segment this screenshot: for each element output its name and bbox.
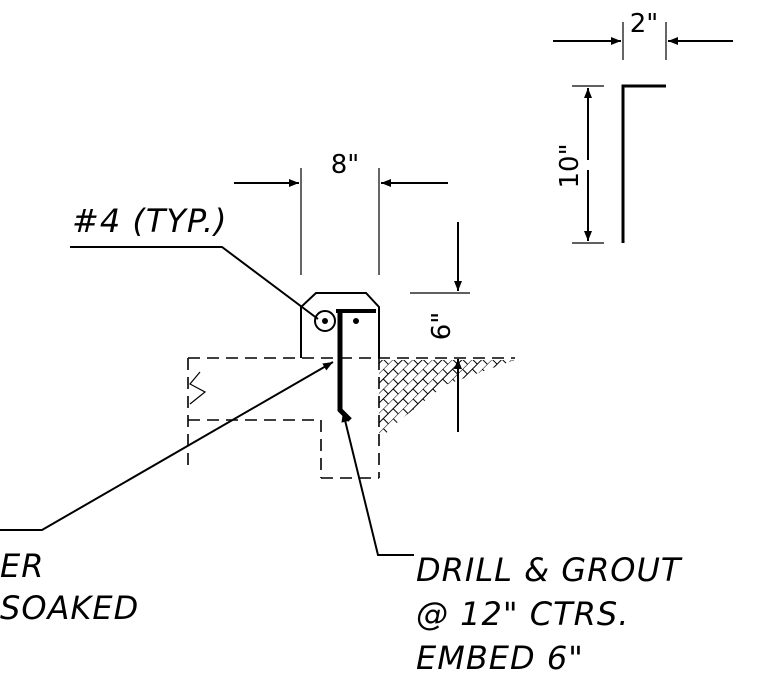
dim-label-bar-height: 10" — [555, 143, 585, 188]
rebar-leader — [70, 246, 319, 320]
curb-section — [300, 292, 380, 422]
dowel-bar — [337, 311, 352, 422]
embed-depth-dimension: 6" — [410, 222, 470, 432]
dowel-dot — [353, 318, 359, 324]
left-callout-line1: ER — [0, 547, 44, 585]
left-callout-leader — [0, 361, 334, 531]
earth-hatch — [379, 360, 515, 440]
soil-pattern — [379, 360, 515, 440]
break-line — [189, 371, 207, 405]
drill-callout-line2: @ 12" CTRS. — [416, 595, 629, 633]
leaders — [0, 246, 414, 556]
dim-label-top-width: 2" — [630, 9, 659, 39]
bar-bend-detail: 2" 10" — [553, 9, 733, 244]
rebar-callout: #4 (TYP.) — [72, 202, 227, 240]
longitudinal-bar-center — [322, 318, 328, 324]
rebar-hook-shape — [621, 84, 666, 243]
drill-callout-line3: EMBED 6" — [416, 639, 584, 677]
longitudinal-bar — [314, 310, 336, 332]
curb-outline — [300, 292, 380, 358]
drill-callout-leader — [341, 411, 414, 556]
drill-callout-line1: DRILL & GROUT — [416, 551, 683, 589]
dim-label-curb-width: 8" — [331, 150, 360, 180]
left-callout-line2: SOAKED — [0, 589, 139, 627]
dim-label-embed-depth: 6" — [427, 312, 457, 341]
curb-width-dimension: 8" — [234, 150, 448, 275]
